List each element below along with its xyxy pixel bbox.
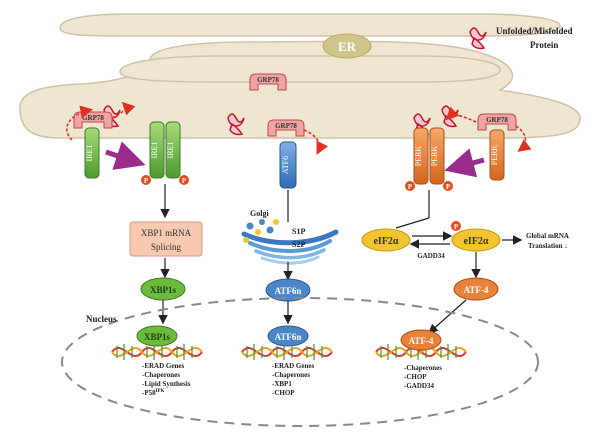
perk-dimer-b-label: PERK (430, 146, 439, 167)
atf6-sensor-label: ATF6 (281, 156, 290, 174)
s2p-label: S2P (292, 240, 305, 249)
grp78-atf6-label: GRP78 (275, 122, 297, 130)
legend: Unfolded/Misfolded Protein (469, 26, 573, 50)
legend-line-2: Protein (530, 40, 558, 50)
atf6n-nuclear-node (267, 325, 309, 347)
golgi-apparatus (241, 219, 339, 265)
xbp1-splicing-line-2: Splicing (151, 242, 182, 252)
ire1-branch: GRP78 IRE1 IRE1 IRE1 P P XBP1 mRNA Splic… (66, 101, 203, 325)
misfolded-protein-icon (469, 27, 487, 50)
perk-branch: GRP78 PERK PERK PERK P P eIF2α eIF2α P G… (361, 105, 569, 334)
phospho-label: P (144, 177, 149, 185)
dna-icon (241, 344, 333, 360)
atf6n-target-list: -ERAD Genes -Chaperones -XBP1 -CHOP (272, 362, 314, 397)
dna-icon (111, 344, 203, 360)
perk-monomer-label: PERK (490, 145, 499, 166)
ire1-dimer-b (165, 121, 181, 179)
eif2a-label: eIF2α (373, 236, 398, 247)
grp78-free: GRP78 (249, 73, 287, 91)
ire1-dimer-b-label: IRE1 (166, 142, 175, 159)
xbp1s-nuclear-node (136, 325, 178, 347)
list-item: -XBP1 (272, 380, 292, 388)
ire1-dimer-a (149, 121, 165, 179)
er-label: ER (338, 39, 357, 54)
golgi-label: Golgi (250, 209, 269, 218)
atf4-nuclear-label: ATF-4 (409, 336, 434, 346)
xbp1s-target-list: -ERAD Genes -Chaperones -Lipid Synthesis… (142, 362, 191, 397)
eif2a-phospho-label: eIF2α (463, 236, 488, 247)
phospho-label: P (454, 223, 459, 231)
phospho-label: P (182, 177, 187, 185)
atf4-node (453, 277, 499, 301)
er-membrane: ER (19, 13, 581, 139)
legend-line-1: Unfolded/Misfolded (496, 26, 573, 36)
atf4-nuclear-node (400, 329, 442, 351)
nuclear-envelope (61, 297, 539, 427)
atf6-sensor (279, 141, 297, 189)
list-item: -Chaperones (272, 371, 310, 379)
list-item: -ERAD Genes (142, 362, 184, 370)
er-cisterna (59, 13, 561, 37)
list-item: -CHOP (272, 389, 295, 397)
list-item: -Chaperones (142, 371, 180, 379)
translation-line-1: Global mRNA (526, 232, 569, 240)
list-item: -GADD34 (404, 382, 434, 390)
phospho-label: P (446, 183, 451, 191)
phospho-icon (451, 221, 461, 231)
xbp1s-label: XBP1s (150, 285, 177, 295)
list-item: -ERAD Genes (272, 362, 314, 370)
phospho-icon (179, 175, 189, 185)
phospho-icon (443, 181, 453, 191)
grp78-free-label: GRP78 (257, 76, 279, 84)
ire1-monomer (84, 127, 100, 179)
grp78-ire1-label: GRP78 (82, 114, 104, 122)
nucleus-label: Nucleus (86, 314, 117, 324)
phospho-icon (405, 181, 415, 191)
atf4-target-list: -Chaperones -CHOP -GADD34 (404, 364, 442, 390)
perk-dimer-a (413, 127, 429, 185)
s1p-label: S1P (292, 227, 305, 236)
nucleus: Nucleus (61, 297, 539, 427)
grp78-atf6 (267, 119, 305, 137)
atf6n-label: ATF6n (275, 286, 302, 296)
perk-monomer (489, 129, 505, 181)
dimerization-arrow (105, 141, 146, 170)
phospho-label: P (408, 183, 413, 191)
xbp1s-nuclear-label: XBP1s (144, 332, 171, 342)
misfolded-protein-icon (227, 113, 245, 136)
gadd34-label: GADD34 (417, 252, 445, 260)
translation-line-2: Translation ↓ (528, 242, 568, 250)
ire1-monomer-label: IRE1 (85, 145, 94, 162)
atf6n-nuclear-label: ATF6n (275, 332, 302, 342)
xbp1-splicing-line-1: XBP1 mRNA (141, 228, 192, 238)
er-cisterna-2 (119, 55, 501, 83)
er-label-bubble (322, 33, 372, 59)
grp78-perk (477, 113, 517, 131)
phospho-icon (141, 175, 151, 185)
list-item: -CHOP (404, 373, 427, 381)
perk-dimer-b (429, 127, 445, 185)
perk-dimer-a-label: PERK (414, 146, 423, 167)
list-item: -Chaperones (404, 364, 442, 372)
list-item: -Lipid Synthesis (142, 380, 191, 388)
dimerization-arrow (444, 148, 485, 178)
xbp1-splicing-box (129, 221, 203, 257)
grp78-perk-label: GRP78 (486, 116, 508, 124)
list-item: -P58IPK (142, 389, 165, 397)
atf4-label: ATF-4 (464, 285, 489, 295)
atf6-branch: GRP78 ATF6 Golgi S1P S2P ATF6n (227, 113, 339, 325)
ire1-dimer-a-label: IRE1 (150, 142, 159, 159)
